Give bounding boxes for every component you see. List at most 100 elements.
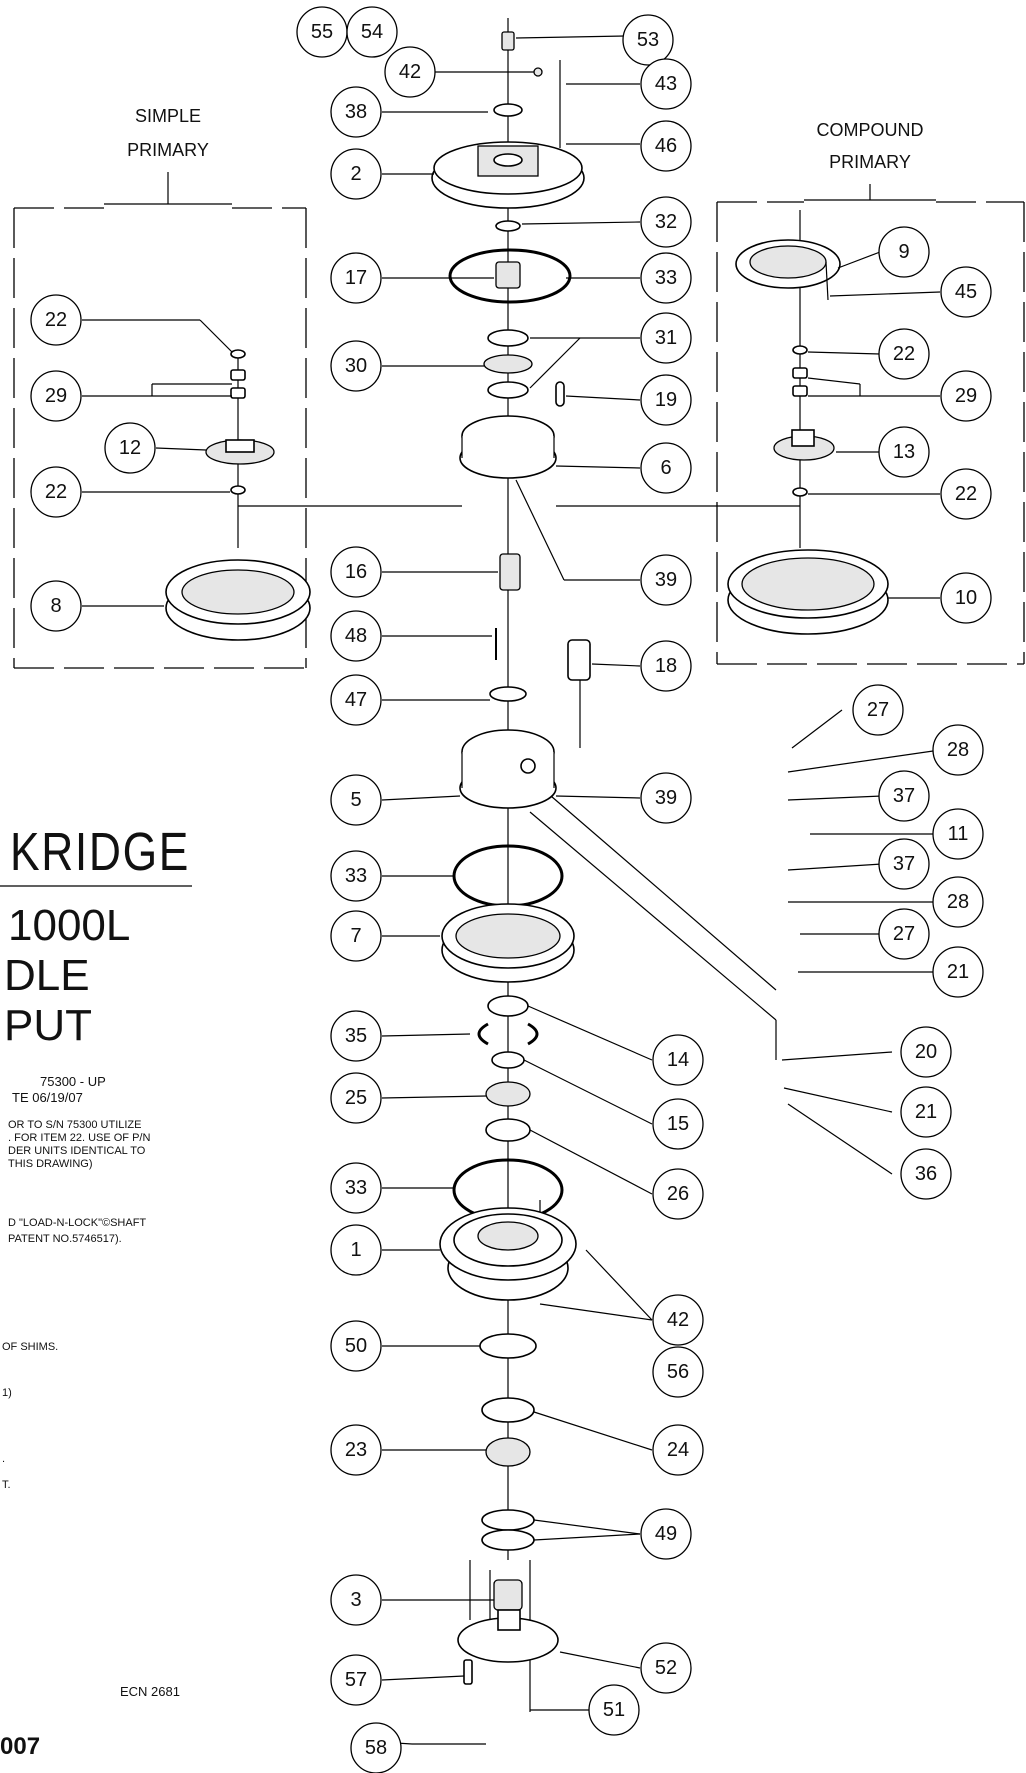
callout-circle — [640, 58, 692, 110]
callout-number: 57 — [345, 1669, 367, 1691]
callout-number: 21 — [947, 961, 969, 983]
callout-bubble: 32 — [640, 196, 692, 248]
callout-bubble: 27 — [852, 684, 904, 736]
callout-number: 28 — [947, 739, 969, 761]
callout-circle — [878, 770, 930, 822]
callout-number: 42 — [399, 61, 421, 83]
model-title-line2: DLE — [4, 951, 90, 1000]
callout-bubble: 13 — [878, 426, 930, 478]
callout-circle — [588, 1684, 640, 1736]
callout-circle — [932, 876, 984, 928]
callout-number: 33 — [655, 267, 677, 289]
callout-circle — [640, 120, 692, 172]
callout-number: 56 — [667, 1361, 689, 1383]
callout-bubble: 28 — [932, 724, 984, 776]
callout-circle — [852, 684, 904, 736]
part-planet-gear — [205, 439, 275, 465]
callout-circle — [30, 580, 82, 632]
simple-primary-label-line1: SIMPLE — [135, 106, 201, 126]
callout-circle — [330, 546, 382, 598]
part-housing — [439, 1207, 577, 1301]
part-stud — [463, 1659, 473, 1685]
callout-circle — [900, 1026, 952, 1078]
part-thrust-bearing — [483, 354, 533, 374]
callout-number: 18 — [655, 655, 677, 677]
callout-bubble: 12 — [104, 422, 156, 474]
part-compound-ring-gear — [735, 239, 841, 289]
callout-bubble: 19 — [640, 374, 692, 426]
callout-circle — [330, 910, 382, 962]
callout-circle — [878, 226, 930, 278]
callout-bubble: 43 — [640, 58, 692, 110]
callout-bubble: 6 — [640, 442, 692, 494]
callout-bubble: 33 — [330, 1162, 382, 1214]
part-bearing-cup — [485, 1118, 531, 1142]
callout-number: 2 — [350, 163, 361, 185]
callout-number: 13 — [893, 441, 915, 463]
callout-circle — [330, 1224, 382, 1276]
callout-number: 27 — [867, 699, 889, 721]
callout-circle — [652, 1346, 704, 1398]
part-shim-ring — [481, 1529, 535, 1551]
callout-circle — [330, 774, 382, 826]
callout-circle — [640, 1508, 692, 1560]
callout-number: 32 — [655, 211, 677, 233]
callout-number: 27 — [893, 923, 915, 945]
part-thrust-washer — [491, 1051, 525, 1069]
callout-number: 20 — [915, 1041, 937, 1063]
callout-circle — [652, 1098, 704, 1150]
callout-circle — [878, 908, 930, 960]
callout-number: 25 — [345, 1087, 367, 1109]
callout-number: 14 — [667, 1049, 689, 1071]
callout-circle — [622, 14, 674, 66]
callout-number: 37 — [893, 785, 915, 807]
callout-circle — [652, 1168, 704, 1220]
callout-bubble: 56 — [652, 1346, 704, 1398]
callout-circle — [384, 46, 436, 98]
callout-bubble: 54 — [346, 6, 398, 58]
callout-circle — [940, 370, 992, 422]
callout-circle — [330, 1574, 382, 1626]
callout-circle — [330, 610, 382, 662]
callout-number: 12 — [119, 437, 141, 459]
callout-bubble: 33 — [330, 850, 382, 902]
callout-number: 24 — [667, 1439, 689, 1461]
callout-number: 26 — [667, 1183, 689, 1205]
callout-bubble: 21 — [900, 1086, 952, 1138]
callout-number: 22 — [45, 481, 67, 503]
callout-bubble: 37 — [878, 770, 930, 822]
callout-bubble: 18 — [640, 640, 692, 692]
callout-bubble: 48 — [330, 610, 382, 662]
callout-circle — [900, 1148, 952, 1200]
callout-number: 45 — [955, 281, 977, 303]
callout-bubble: 16 — [330, 546, 382, 598]
note-line: D "LOAD-N-LOCK"©SHAFT — [8, 1217, 146, 1229]
callout-number: 22 — [893, 343, 915, 365]
callout-circle — [330, 1162, 382, 1214]
callout-number: 47 — [345, 689, 367, 711]
callout-circle — [652, 1424, 704, 1476]
part-sun-gear — [499, 553, 521, 591]
callout-circle — [330, 1072, 382, 1124]
part-input-gear — [495, 261, 521, 289]
callout-circle — [640, 442, 692, 494]
callout-number: 51 — [603, 1699, 625, 1721]
callout-bubble: 8 — [30, 580, 82, 632]
part-o-ring — [495, 220, 521, 232]
callout-number: 42 — [667, 1309, 689, 1331]
callout-number: 39 — [655, 787, 677, 809]
compound-primary-label-line1: COMPOUND — [817, 120, 924, 140]
callout-bubble: 47 — [330, 674, 382, 726]
callout-number: 9 — [898, 241, 909, 263]
callout-bubble: 28 — [932, 876, 984, 928]
callout-bubble: 27 — [878, 908, 930, 960]
callout-number: 1 — [350, 1239, 361, 1261]
callout-circle — [940, 468, 992, 520]
note-line: . — [2, 1453, 5, 1465]
compound-primary-frame — [716, 184, 1025, 665]
callout-number: 22 — [955, 483, 977, 505]
callout-number: 28 — [947, 891, 969, 913]
part-thrust-washer — [487, 381, 529, 399]
note-line: PATENT NO.5746517). — [8, 1233, 122, 1245]
ecn-number: ECN 2681 — [120, 1684, 180, 1699]
